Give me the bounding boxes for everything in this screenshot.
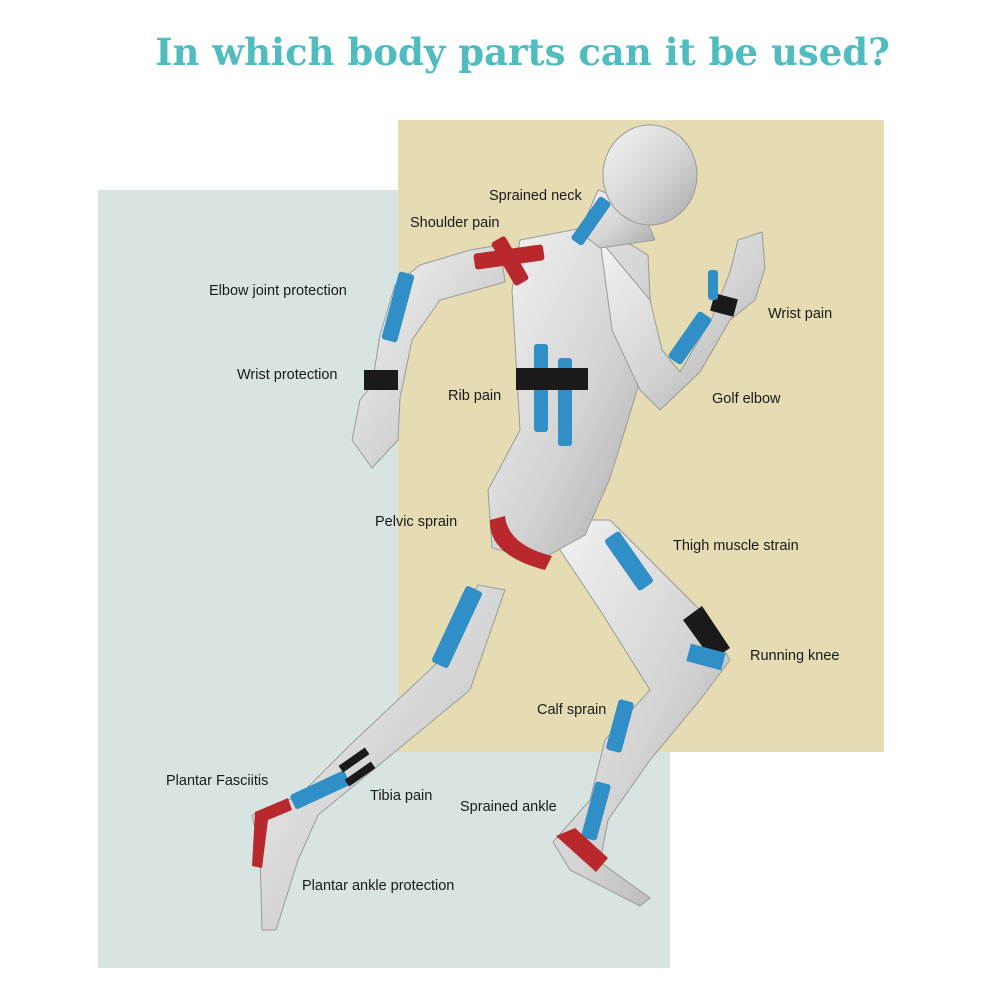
tape-tibia bbox=[290, 771, 350, 809]
tape-tibia-black-2 bbox=[344, 761, 376, 787]
tape-plantar-ankle bbox=[556, 828, 608, 872]
back-leg bbox=[251, 584, 506, 931]
tape-sprained-ankle bbox=[581, 781, 611, 841]
tape-running-knee-black bbox=[683, 606, 730, 660]
label-wrist-protection: Wrist protection bbox=[237, 367, 338, 383]
tape-sprained-neck bbox=[571, 196, 611, 246]
label-running-knee: Running knee bbox=[750, 648, 840, 664]
tape-wrist-hand bbox=[708, 270, 718, 300]
tape-tibia-black-1 bbox=[338, 747, 370, 773]
kinesiology-tapes bbox=[252, 196, 738, 872]
tape-golf-elbow bbox=[668, 311, 712, 365]
front-arm bbox=[599, 231, 766, 411]
page-title: In which body parts can it be used? bbox=[155, 30, 890, 74]
tape-running-knee-blue bbox=[686, 643, 726, 671]
label-calf-sprain: Calf sprain bbox=[537, 702, 607, 718]
tape-shoulder-v bbox=[491, 236, 529, 286]
tape-pelvic bbox=[489, 516, 552, 570]
label-sprained-neck: Sprained neck bbox=[489, 188, 582, 204]
tape-back-thigh bbox=[432, 586, 482, 668]
head bbox=[602, 124, 698, 226]
label-plantar-ankle-protection: Plantar ankle protection bbox=[302, 878, 455, 894]
label-plantar-fasciitis: Plantar Fasciitis bbox=[166, 773, 269, 789]
label-shoulder-pain: Shoulder pain bbox=[410, 215, 500, 231]
tape-plantar-fasciitis bbox=[252, 798, 292, 868]
label-tibia-pain: Tibia pain bbox=[370, 788, 433, 804]
tape-elbow bbox=[381, 271, 415, 343]
back-arm bbox=[351, 244, 506, 469]
tape-thigh bbox=[605, 531, 653, 591]
label-golf-elbow: Golf elbow bbox=[712, 391, 781, 407]
label-wrist-pain: Wrist pain bbox=[768, 306, 833, 322]
label-pelvic-sprain: Pelvic sprain bbox=[375, 514, 458, 530]
label-rib-pain: Rib pain bbox=[448, 388, 502, 404]
tape-calf bbox=[606, 699, 634, 753]
tape-rib-band bbox=[516, 368, 588, 390]
label-elbow-joint-protection: Elbow joint protection bbox=[209, 283, 347, 299]
label-thigh-muscle-strain: Thigh muscle strain bbox=[673, 538, 799, 554]
tape-wrist-protection bbox=[364, 370, 398, 390]
label-sprained-ankle: Sprained ankle bbox=[460, 799, 557, 815]
